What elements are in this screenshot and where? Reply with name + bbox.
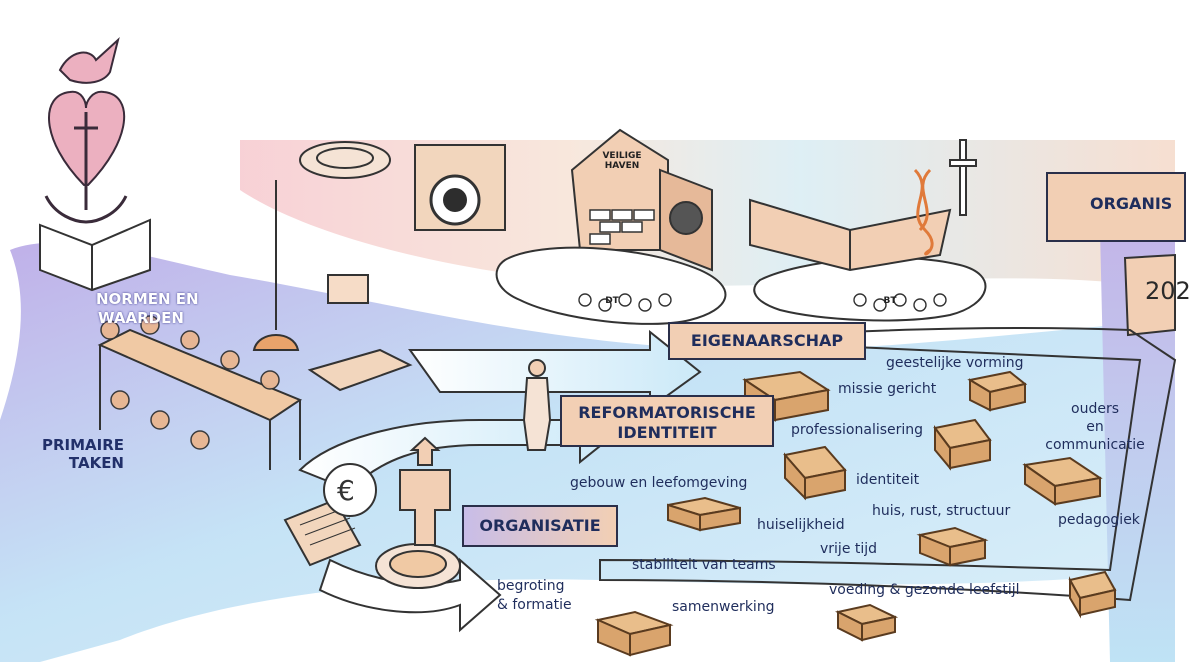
dt-label: DT	[605, 296, 619, 306]
wrench-icon	[399, 436, 451, 546]
topic-pedagogiek: pedagogiek	[1058, 512, 1140, 528]
cross-icon-2	[949, 139, 977, 216]
tab-organis-right: ORGANIS	[1046, 172, 1186, 242]
white-cutout	[145, 0, 1175, 140]
plate-icon	[299, 141, 391, 179]
house-icon	[570, 128, 713, 272]
primaire-taken-label: PRIMAIRE TAKEN	[41, 436, 124, 472]
crowd-sketch	[578, 293, 947, 312]
people-at-table	[100, 315, 280, 450]
open-book-icon	[39, 218, 151, 292]
tab-eigenaarschap: EIGENAARSCHAP	[668, 322, 866, 360]
topic-voeding-gezonde-leefstijl: voeding & gezonde leefstijl	[829, 582, 1020, 598]
calendar-icon-2	[283, 498, 362, 567]
anchor-icon	[44, 160, 128, 224]
calendar-year: 202	[1145, 277, 1191, 305]
calendar-icon	[1123, 253, 1176, 337]
table-icon	[97, 328, 303, 470]
topic-missie-gericht: missie gericht	[838, 381, 937, 397]
euro-icon: €	[323, 463, 377, 517]
person-icon	[522, 359, 552, 451]
topic-identiteit: identiteit	[856, 472, 920, 488]
swoosh-bottom	[318, 557, 502, 633]
topic-samenwerking: samenwerking	[672, 599, 775, 615]
flow-arrow	[408, 329, 702, 410]
flow-arrow-main	[599, 327, 1177, 602]
lamp-icon	[252, 180, 300, 351]
veilige-haven-sign: VEILIGE HAVEN	[602, 151, 642, 171]
topic-ouders-communicatie: ouders en communicatie	[1045, 401, 1145, 453]
open-book-icon-2	[749, 198, 952, 272]
topic-begroting-formatie: begroting & formatie	[497, 578, 572, 613]
topic-stabiliteit-van-teams: stabiliteit van teams	[632, 557, 776, 573]
dove-icon	[58, 37, 120, 84]
topic-gebouw-en-leefomgeving: gebouw en leefomgeving	[570, 475, 748, 491]
washing-machine-icon	[414, 144, 506, 231]
cross-icon	[74, 112, 98, 162]
topic-professionalisering: professionalisering	[791, 422, 924, 438]
tab-organisatie: ORGANISATIE	[462, 505, 618, 547]
topic-vrije-tijd: vrije tijd	[820, 541, 878, 557]
svg-text:€: €	[337, 474, 355, 507]
topic-huis-rust-structuur: huis, rust, structuur	[872, 503, 1011, 519]
topic-geestelijke-vorming: geestelijke vorming	[886, 355, 1024, 371]
topic-huiselijkheid: huiselijkheid	[757, 517, 845, 533]
right-panel	[1100, 230, 1175, 662]
bed-icon	[307, 274, 413, 392]
bt-label: BT	[883, 296, 897, 306]
dna-icon	[913, 168, 934, 256]
normen-en-waarden-label: NORMEN EN WAARDEN	[96, 290, 199, 327]
plate-icon-2	[375, 543, 461, 589]
box-icon	[594, 370, 1117, 657]
tab-reformatorische-identiteit: REFORMATORISCHE IDENTITEIT	[560, 395, 774, 447]
